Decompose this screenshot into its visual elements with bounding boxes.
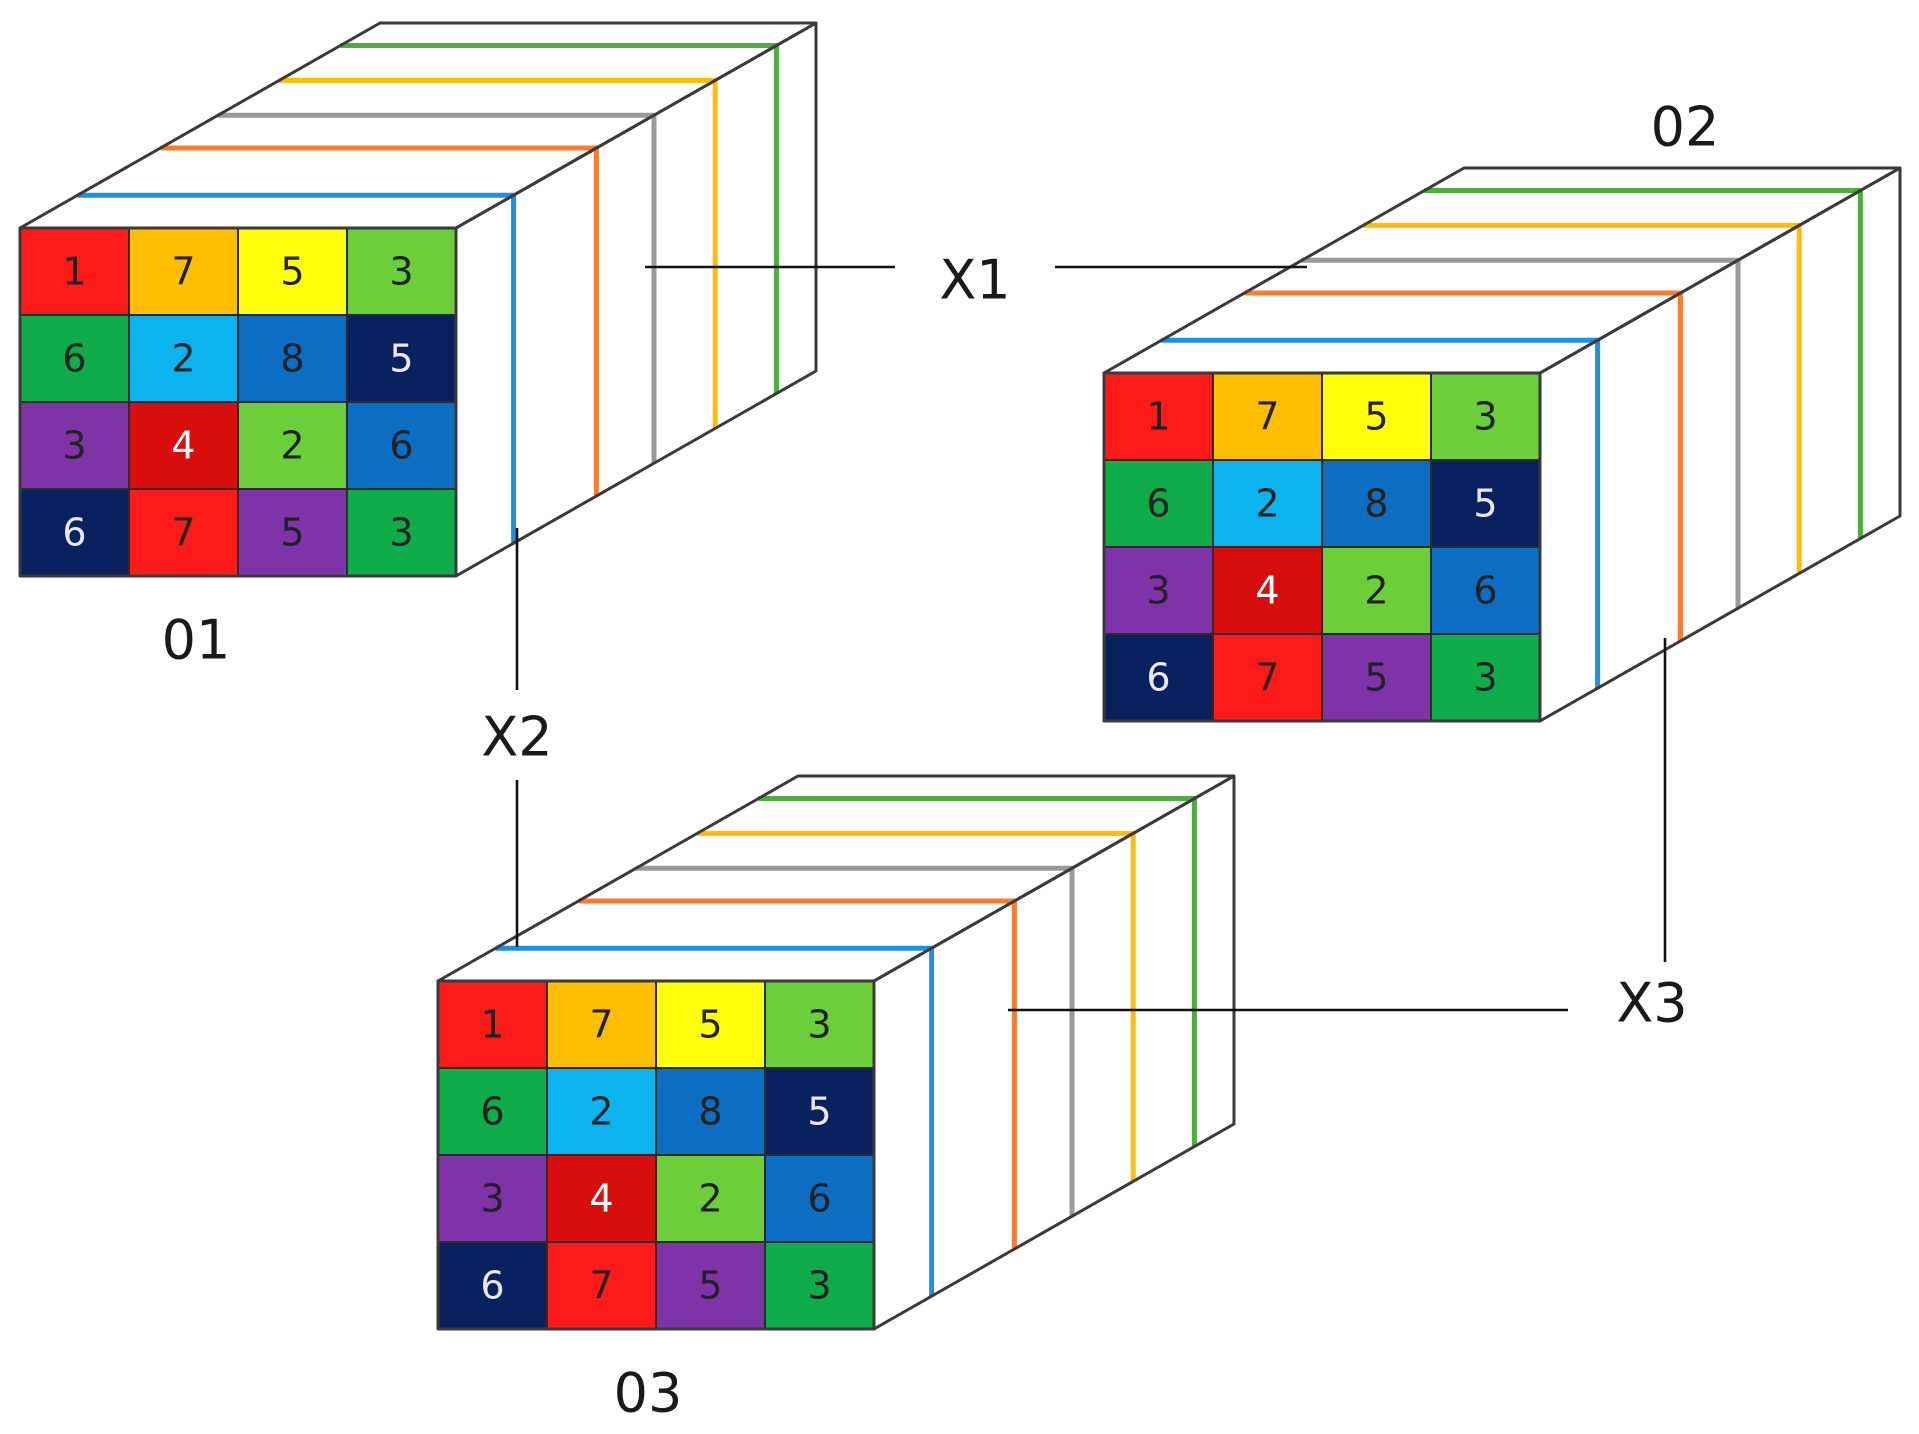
cube-top-face: [20, 23, 816, 228]
cube-front-outline: [436, 979, 876, 1331]
grid-cell: [546, 980, 657, 1069]
grid-cell: [1321, 546, 1432, 635]
grid-cell-number: 6: [389, 424, 413, 468]
grid-cell-number: 7: [1255, 395, 1279, 439]
cube-label-01: 01: [162, 609, 231, 672]
grid-cell-number: 5: [698, 1003, 722, 1047]
cube-side-face: [456, 23, 816, 576]
grid-cell-number: 6: [1473, 569, 1497, 613]
grid-cell: [346, 488, 457, 577]
grid-cell-number: 2: [698, 1177, 722, 1221]
x1-label: X1: [939, 249, 1010, 312]
grid-cell-number: 3: [1146, 569, 1170, 613]
grid-cell-number: 3: [389, 250, 413, 294]
cube-label-02: 02: [1651, 96, 1720, 159]
grid-cell-number: 5: [698, 1264, 722, 1308]
grid-cell-number: 5: [807, 1090, 831, 1134]
grid-cell-number: 2: [589, 1090, 613, 1134]
grid-cell-number: 6: [62, 511, 86, 555]
cube-top-face: [438, 776, 1234, 981]
grid-cell-number: 5: [280, 250, 304, 294]
grid-cell-number: 5: [1364, 656, 1388, 700]
grid-cell-number: 3: [807, 1003, 831, 1047]
grid-cell: [1321, 459, 1432, 548]
grid-cell-number: 6: [480, 1090, 504, 1134]
grid-cell: [764, 1241, 875, 1330]
cube-front-outline: [1102, 371, 1542, 723]
grid-cell: [128, 314, 239, 403]
grid-cell-number: 6: [807, 1177, 831, 1221]
grid-cell: [1212, 459, 1323, 548]
cube-front-outline: [18, 226, 458, 578]
cube-top-face: [1104, 168, 1900, 373]
grid-cell-number: 7: [589, 1264, 613, 1308]
grid-cell-number: 2: [280, 424, 304, 468]
grid-cell-number: 8: [1364, 482, 1388, 526]
grid-cell-number: 7: [1255, 656, 1279, 700]
connectors-layer: X1 X2 X3: [481, 249, 1687, 1035]
grid-cell-number: 3: [807, 1264, 831, 1308]
grid-cell-number: 3: [1473, 395, 1497, 439]
grid-cell-number: 5: [1473, 482, 1497, 526]
grid-cell-number: 1: [480, 1003, 504, 1047]
grid-cell-number: 3: [389, 511, 413, 555]
cubes-layer: 1 7 5 3 6 2 8 5 3 4 2 6 6 7 5 3 01 1 7 5 3 6 2 8 5 3 4 2 6 6 7 5 3 02 1 7 5 3…: [18, 21, 1902, 1425]
grid-cell-number: 4: [171, 424, 195, 468]
grid-cell: [655, 980, 766, 1069]
grid-cell-number: 6: [62, 337, 86, 381]
grid-cell-number: 7: [171, 250, 195, 294]
grid-cell-number: 4: [589, 1177, 613, 1221]
grid-cell: [1430, 372, 1541, 461]
grid-cell-number: 6: [1146, 656, 1170, 700]
grid-cell-number: 2: [1255, 482, 1279, 526]
cube-02: 1 7 5 3 6 2 8 5 3 4 2 6 6 7 5 3 02: [1102, 96, 1902, 723]
grid-cell: [1321, 633, 1432, 722]
grid-cell-number: 3: [480, 1177, 504, 1221]
grid-cell-number: 2: [171, 337, 195, 381]
cube-side-face: [874, 776, 1234, 1329]
grid-cell: [764, 1154, 875, 1243]
grid-cell-number: 5: [389, 337, 413, 381]
grid-cell: [764, 1067, 875, 1156]
grid-cell-number: 2: [1364, 569, 1388, 613]
grid-cell: [437, 980, 548, 1069]
cube-03: 1 7 5 3 6 2 8 5 3 4 2 6 6 7 5 3 03: [436, 774, 1236, 1425]
grid-cell: [237, 314, 348, 403]
grid-cell-number: 7: [589, 1003, 613, 1047]
x2-label: X2: [481, 706, 552, 769]
grid-cell-number: 8: [280, 337, 304, 381]
grid-cell-number: 1: [62, 250, 86, 294]
x3-label: X3: [1616, 972, 1687, 1035]
grid-cell: [655, 1067, 766, 1156]
grid-cell-number: 1: [1146, 395, 1170, 439]
grid-cell: [346, 314, 457, 403]
grid-cell-number: 6: [1146, 482, 1170, 526]
grid-cell-number: 4: [1255, 569, 1279, 613]
grid-cell: [437, 1154, 548, 1243]
cube-01: 1 7 5 3 6 2 8 5 3 4 2 6 6 7 5 3 01: [18, 21, 818, 672]
grid-cell: [546, 1241, 657, 1330]
grid-cell-number: 7: [171, 511, 195, 555]
grid-cell-number: 6: [480, 1264, 504, 1308]
grid-cell: [237, 488, 348, 577]
cube-side-face: [1540, 168, 1900, 721]
grid-cell: [546, 1067, 657, 1156]
grid-cell-number: 8: [698, 1090, 722, 1134]
grid-cell: [1212, 546, 1323, 635]
grid-cell: [1321, 372, 1432, 461]
grid-cell-number: 5: [280, 511, 304, 555]
grid-cell-number: 3: [1473, 656, 1497, 700]
cube-label-03: 03: [614, 1362, 683, 1425]
grid-cell-number: 5: [1364, 395, 1388, 439]
grid-cell: [655, 1154, 766, 1243]
grid-cell: [237, 401, 348, 490]
grid-cell: [1212, 372, 1323, 461]
grid-cell: [1430, 633, 1541, 722]
grid-cell: [1103, 633, 1214, 722]
grid-cell: [546, 1154, 657, 1243]
grid-cell-number: 3: [62, 424, 86, 468]
